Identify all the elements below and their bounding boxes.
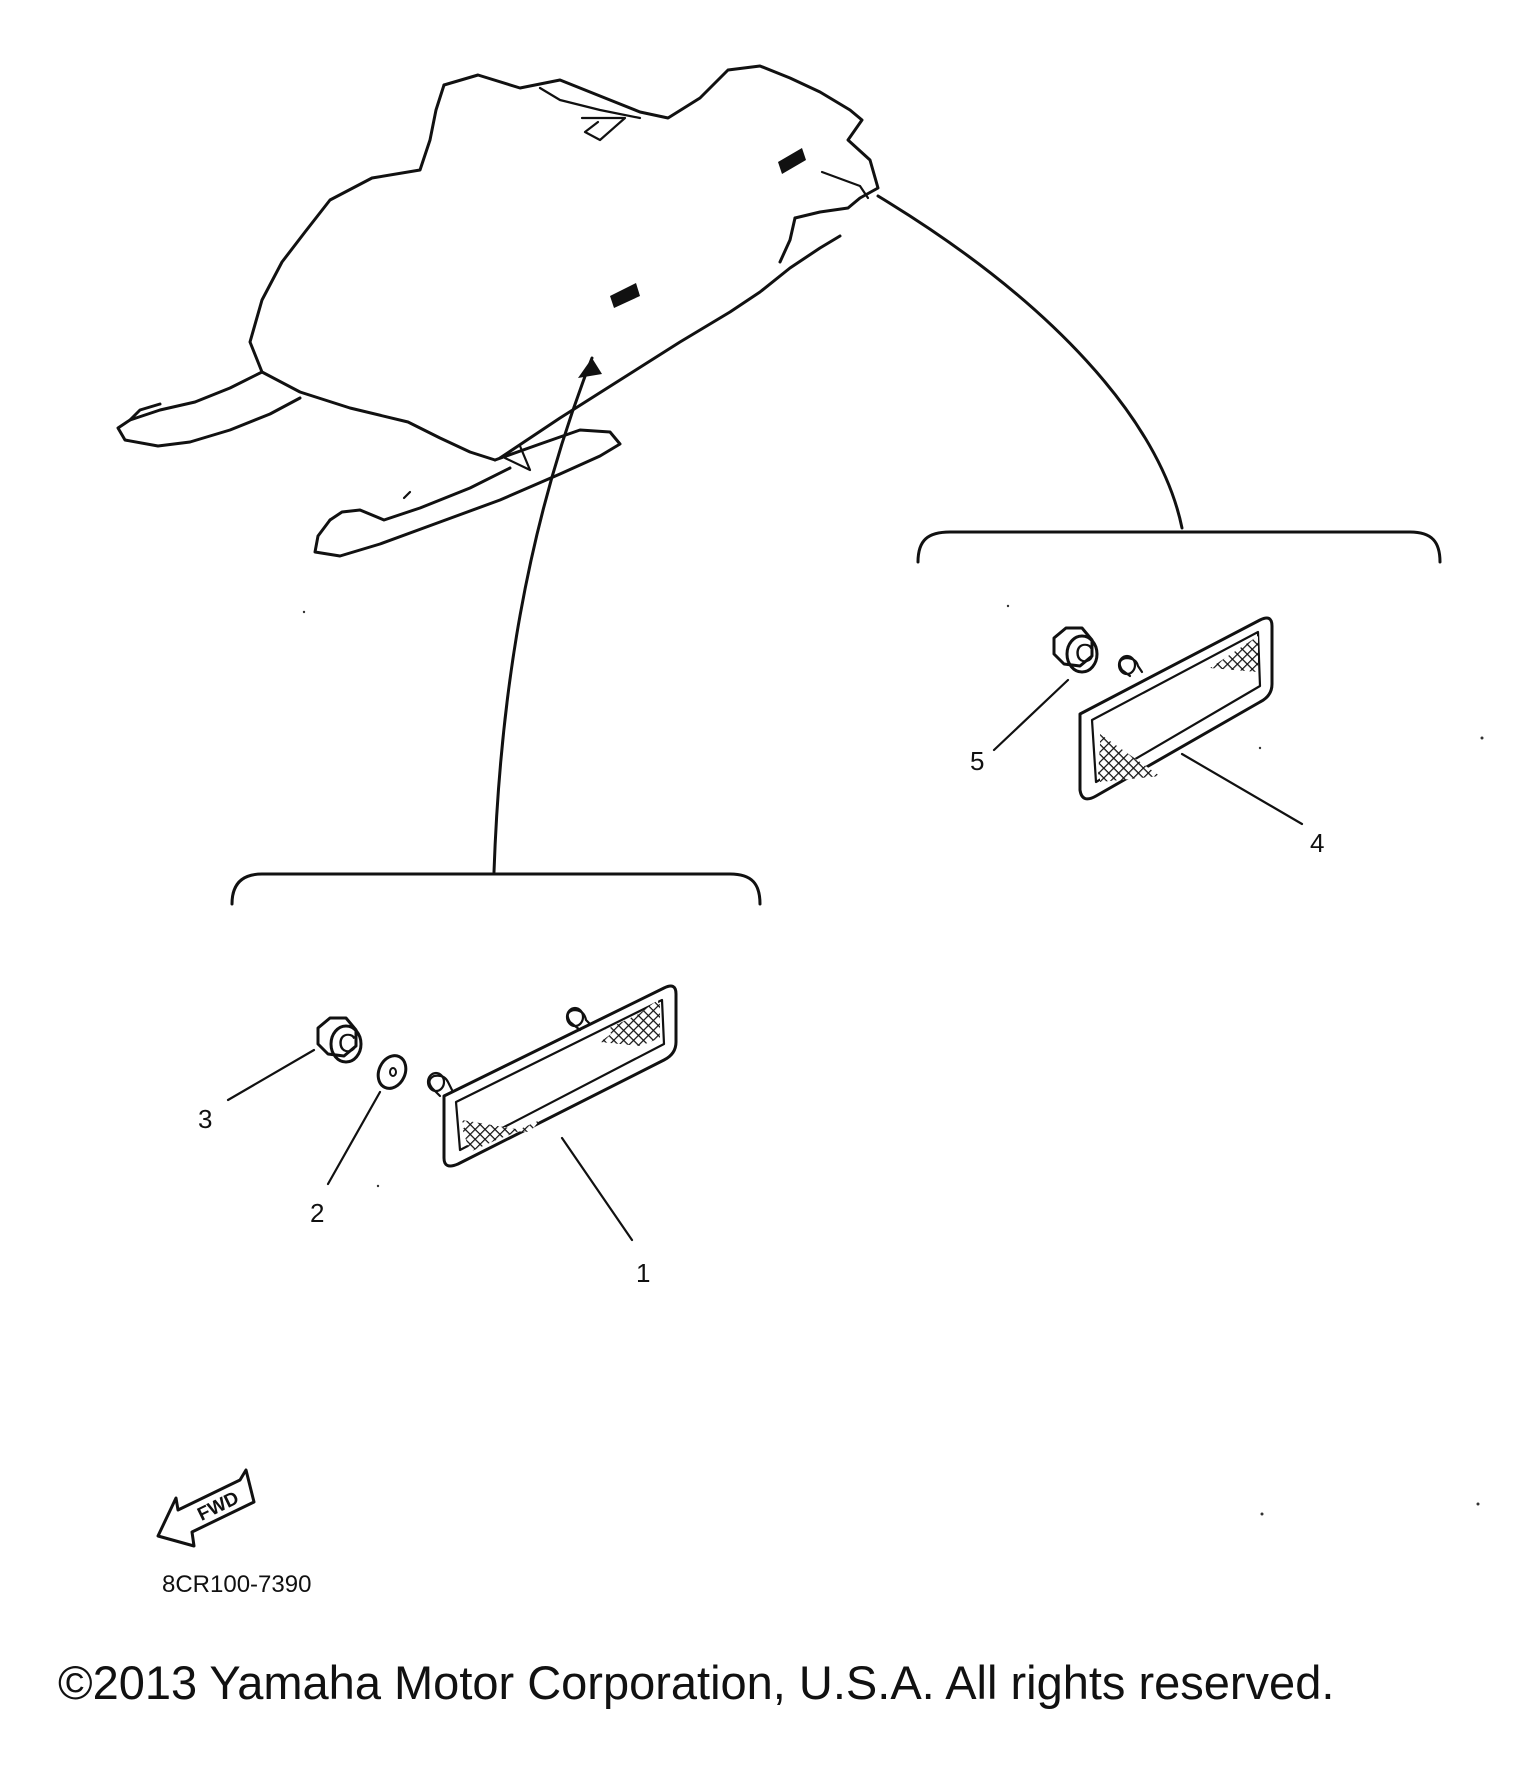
nut-5: C <box>1052 626 1099 674</box>
copyright-notice: ©2013 Yamaha Motor Corporation, U.S.A. A… <box>58 1656 1335 1709</box>
reflector-4 <box>1078 616 1274 801</box>
leader-line-front-reflector <box>876 194 1184 530</box>
leader-line-side-reflector <box>492 356 594 874</box>
callout-5: 5 <box>970 746 984 776</box>
diagram-part-code: 8CR100-7390 <box>162 1571 312 1598</box>
nut-3-marking: C <box>338 1028 357 1058</box>
snowmobile-illustration <box>116 64 880 558</box>
bracket-right-assembly <box>916 530 1442 564</box>
washer-2 <box>376 1054 408 1090</box>
callout-leader-4 <box>1180 752 1304 826</box>
nut-5-marking: C <box>1075 638 1094 668</box>
callout-leader-3 <box>226 1048 316 1102</box>
callout-leader-2 <box>326 1090 382 1186</box>
arrowhead-side <box>578 358 602 378</box>
bracket-left-assembly <box>230 872 762 906</box>
callout-leader-1 <box>560 1136 634 1242</box>
callout-3: 3 <box>198 1104 212 1134</box>
callout-4: 4 <box>1310 828 1324 858</box>
callout-1: 1 <box>636 1258 650 1288</box>
callout-2: 2 <box>310 1198 324 1228</box>
callout-leader-5 <box>992 678 1070 752</box>
fwd-arrow-icon: FWD <box>156 1468 256 1548</box>
nut-3: C <box>316 1016 363 1064</box>
reflector-1 <box>426 984 678 1168</box>
